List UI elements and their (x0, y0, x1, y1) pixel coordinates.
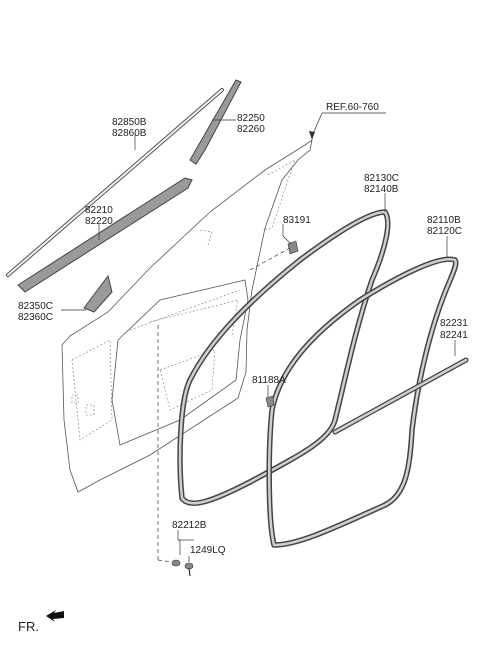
clip-82212b (171, 559, 181, 567)
plug-81188a (265, 395, 275, 408)
label-82850b: 82850B (112, 117, 147, 128)
belt-molding-outer (6, 88, 224, 277)
screw-1249lq (184, 562, 194, 577)
label-82231: 82231 (440, 318, 468, 329)
label-82120c: 82120C (427, 226, 462, 237)
leader-lines (61, 112, 456, 563)
label-1249lq: 1249LQ (190, 545, 226, 556)
glass-run-strip (17, 177, 193, 293)
label-82212b: 82212B (172, 520, 207, 531)
label-82860b: 82860B (112, 128, 147, 139)
label-82210: 82210 (85, 205, 113, 216)
delta-cover (83, 274, 113, 313)
label-82250: 82250 (237, 113, 265, 124)
door-panel (61, 139, 313, 493)
label-82350c: 82350C (18, 301, 53, 312)
label-ref-60-760: REF.60-760 (326, 102, 379, 113)
label-front: FR. (18, 619, 39, 634)
label-82360c: 82360C (18, 312, 53, 323)
label-82241: 82241 (440, 330, 468, 341)
label-82260: 82260 (237, 124, 265, 135)
side-seal-strip (332, 357, 469, 435)
label-82220: 82220 (85, 216, 113, 227)
front-arrow-icon (46, 610, 64, 622)
grommet-83191 (287, 240, 299, 255)
label-82140b: 82140B (364, 184, 399, 195)
door-weatherstrip (266, 256, 459, 548)
label-81188a: 81188A (252, 375, 286, 386)
label-82130c: 82130C (364, 173, 399, 184)
label-83191: 83191 (283, 215, 311, 226)
upper-frame-strip (189, 79, 242, 165)
label-82110b: 82110B (427, 215, 461, 226)
body-weatherstrip (177, 209, 391, 506)
